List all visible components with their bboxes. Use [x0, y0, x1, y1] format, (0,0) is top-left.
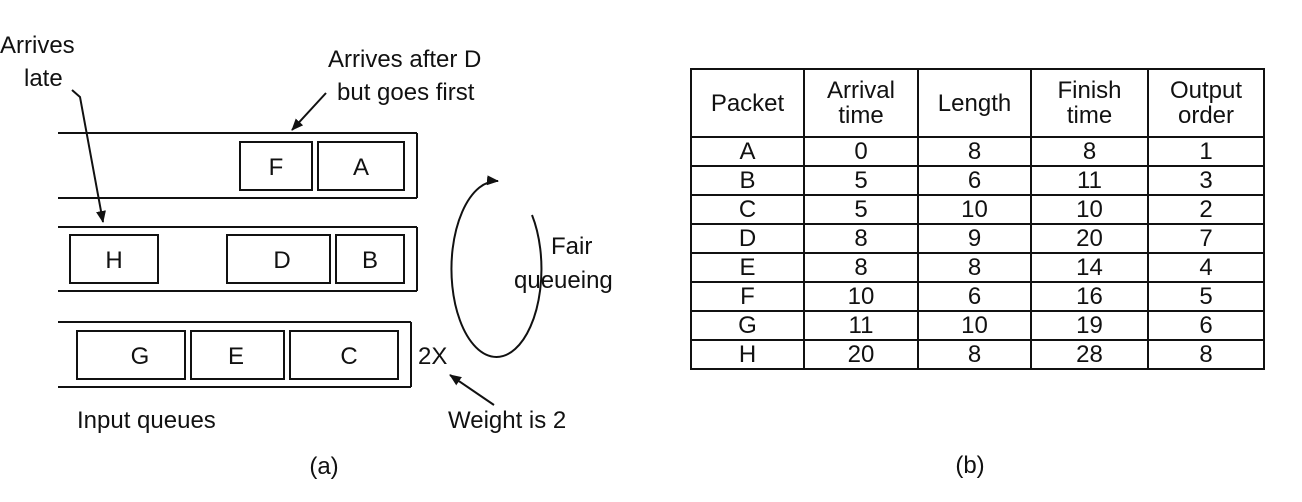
column-header-line: time	[838, 102, 884, 129]
table-cell: 5	[803, 165, 919, 196]
table-cell: 20	[1030, 223, 1149, 254]
arrives-late-label-line1: Arrives	[0, 32, 75, 59]
queue-3: G E C 2X	[58, 321, 447, 388]
arrives-after-arrow	[291, 92, 327, 131]
caption-b: (b)	[955, 452, 985, 479]
table-cell: F	[690, 281, 805, 312]
table-cell: 1	[1147, 136, 1265, 167]
caption-a: (a)	[309, 453, 338, 480]
table-cell: 3	[1147, 165, 1265, 196]
column-header: Packet	[690, 68, 805, 138]
table-cell: 10	[917, 194, 1032, 225]
table-cell: 14	[1030, 252, 1149, 283]
queue-2: H D B	[58, 226, 418, 292]
table-cell: H	[690, 339, 805, 370]
table-cell: 11	[803, 310, 919, 341]
packet-label-g: G	[131, 343, 150, 370]
table-cell: 28	[1030, 339, 1149, 370]
packet-box-d	[226, 234, 331, 284]
packet-box-h	[69, 234, 159, 284]
weight-label: Weight is 2	[448, 407, 566, 434]
arrives-after-label-line1: Arrives after D	[328, 46, 481, 73]
table-cell: 5	[803, 194, 919, 225]
column-header-line: time	[1066, 102, 1113, 129]
packet-label-d: D	[273, 247, 290, 274]
table-cell: 8	[1147, 339, 1265, 370]
table-cell: 8	[1030, 136, 1149, 167]
column-header: Length	[917, 68, 1032, 138]
arrives-late-label-line2: late	[24, 65, 63, 92]
column-header-line: Arrival	[826, 77, 895, 104]
packet-box-f	[239, 141, 313, 191]
packet-box-b	[335, 234, 405, 284]
table-cell: 19	[1030, 310, 1149, 341]
table-cell: 6	[917, 165, 1032, 196]
table-cell: 20	[803, 339, 919, 370]
table-cell: 8	[917, 252, 1032, 283]
table-cell: 9	[917, 223, 1032, 254]
packet-label-b: B	[362, 247, 378, 274]
table-cell: 8	[917, 136, 1032, 167]
table-cell: G	[690, 310, 805, 341]
table-cell: 6	[1147, 310, 1265, 341]
packet-label-f: F	[269, 154, 284, 181]
table-cell: 4	[1147, 252, 1265, 283]
arrives-late-arrow	[71, 89, 106, 223]
table-cell: A	[690, 136, 805, 167]
table-cell: 6	[917, 281, 1032, 312]
table-cell: 8	[917, 339, 1032, 370]
column-header-line: Finish	[1057, 77, 1122, 104]
packet-label-c: C	[340, 343, 357, 370]
table-cell: C	[690, 194, 805, 225]
weight-mark: 2X	[418, 343, 447, 370]
input-queues-label: Input queues	[77, 407, 216, 434]
fair-queueing-arrow	[450, 175, 543, 358]
table-cell: 5	[1147, 281, 1265, 312]
table-cell: D	[690, 223, 805, 254]
queue-1: F A	[58, 132, 418, 199]
table-cell: 8	[803, 223, 919, 254]
packet-label-a: A	[353, 154, 369, 181]
table-cell: E	[690, 252, 805, 283]
arrives-after-label-line2: but goes first	[337, 79, 475, 106]
packet-label-e: E	[228, 343, 244, 370]
weight-arrow	[449, 374, 495, 406]
packet-box-e	[190, 330, 285, 380]
table-cell: 11	[1030, 165, 1149, 196]
table-cell: 10	[917, 310, 1032, 341]
packet-box-a	[317, 141, 405, 191]
column-header-line: order	[1177, 102, 1235, 129]
packet-box-c	[289, 330, 399, 380]
fair-label-line1: Fair	[551, 233, 592, 260]
table-cell: 10	[803, 281, 919, 312]
table-cell: 8	[803, 252, 919, 283]
packet-box-g	[76, 330, 186, 380]
table-cell: 16	[1030, 281, 1149, 312]
packet-label-h: H	[105, 247, 122, 274]
table-cell: B	[690, 165, 805, 196]
fair-label-line2: queueing	[514, 267, 613, 294]
table-cell: 2	[1147, 194, 1265, 225]
table-cell: 0	[803, 136, 919, 167]
table-cell: 7	[1147, 223, 1265, 254]
column-header-line: Output	[1169, 77, 1243, 104]
table-cell: 10	[1030, 194, 1149, 225]
